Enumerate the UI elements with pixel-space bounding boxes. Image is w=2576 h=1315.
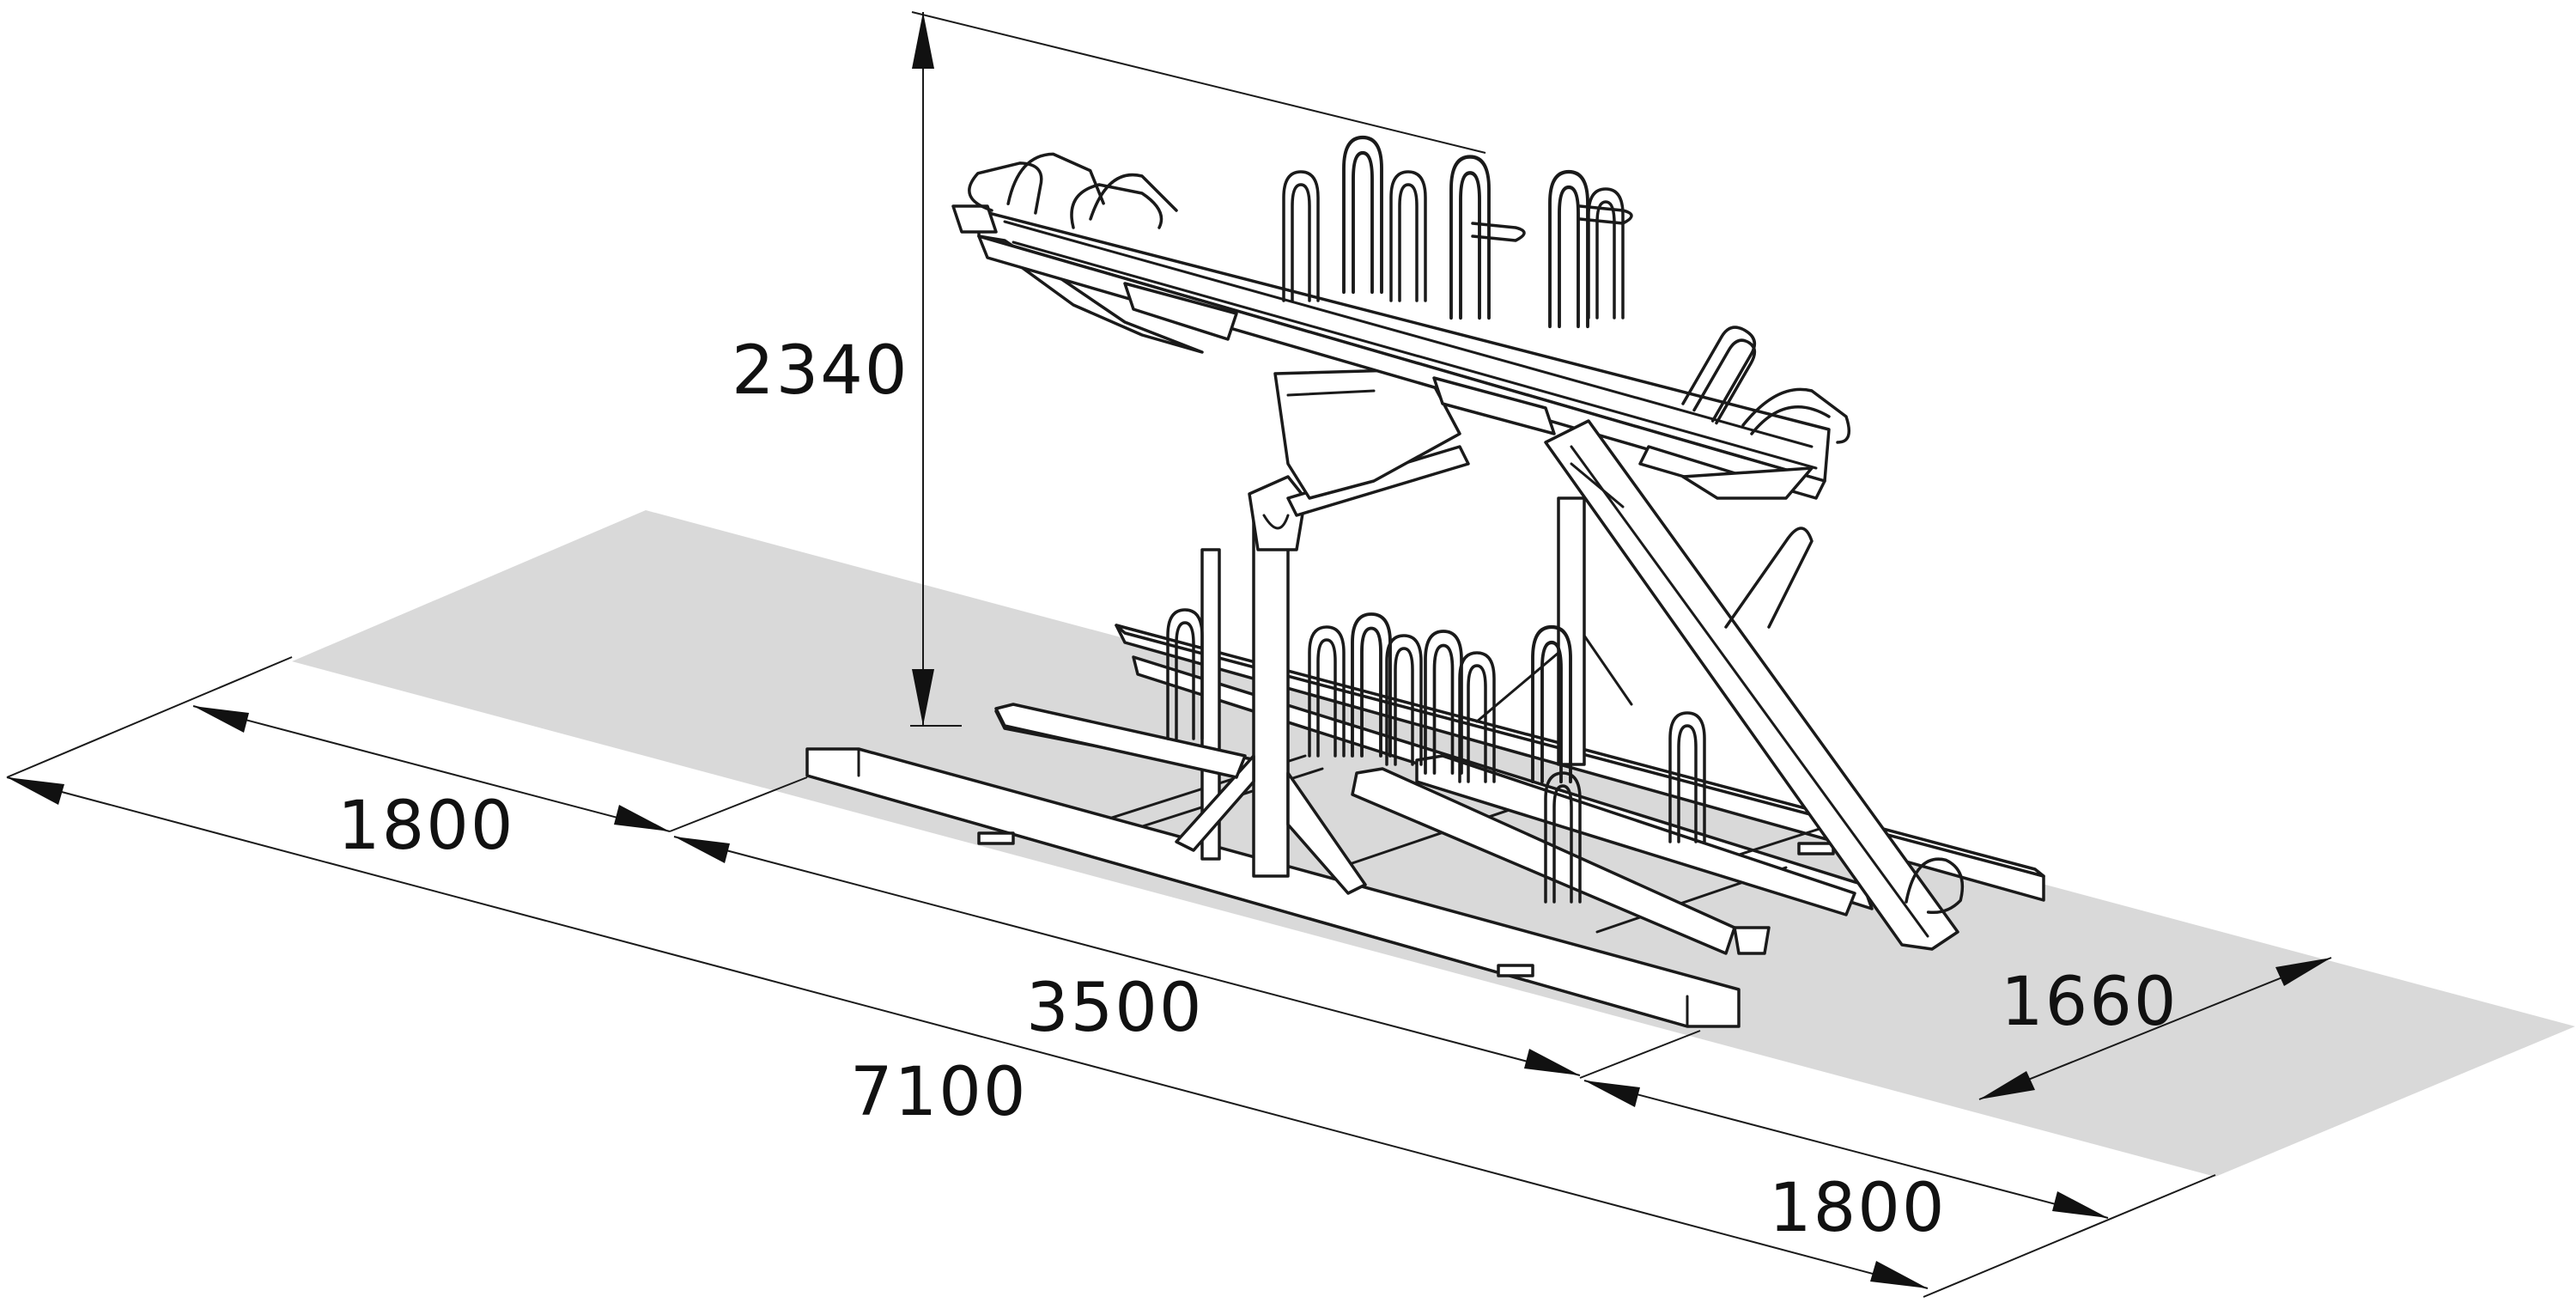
- floor-area: [292, 510, 2575, 1177]
- bike-rack-structure: [805, 137, 2045, 1028]
- center-length-label: 3500: [1026, 970, 1204, 1047]
- height-label: 2340: [732, 332, 909, 410]
- total-length-label: 7100: [850, 1054, 1028, 1131]
- height-dimension: 2340: [732, 11, 1486, 727]
- depth-dimension: 1660: [1978, 957, 2332, 1100]
- right-length-label: 1800: [1769, 1170, 1947, 1247]
- depth-label: 1660: [2001, 964, 2178, 1041]
- left-length-label: 1800: [337, 788, 515, 865]
- length-dimensions: 1800 3500 7100 1800: [6, 656, 2216, 1298]
